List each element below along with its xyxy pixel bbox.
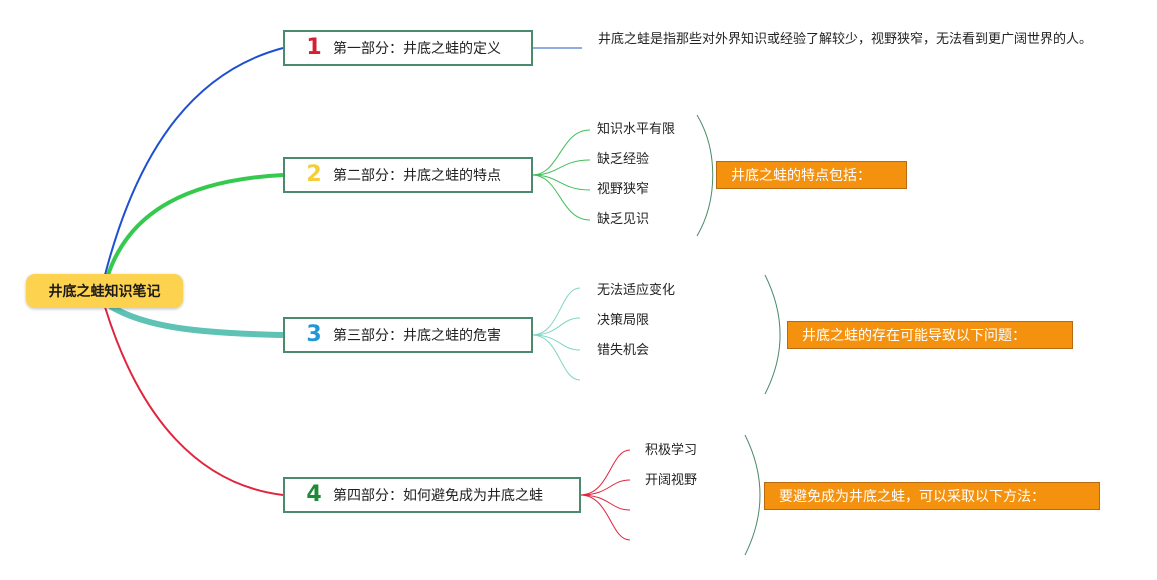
- method-item[interactable]: 积极学习: [645, 443, 698, 458]
- harm-item[interactable]: 无法适应变化: [597, 283, 676, 298]
- harms-brace: [764, 274, 781, 395]
- harm-item[interactable]: 决策局限: [597, 313, 650, 328]
- section-4-label: 第四部分：如何避免成为井底之蛙: [333, 488, 543, 504]
- method-item[interactable]: 开阔视野: [645, 473, 698, 488]
- trait-item[interactable]: 知识水平有限: [597, 122, 676, 137]
- traits-connectors: [531, 129, 591, 221]
- methods-summary-text: 要避免成为井底之蛙，可以采取以下方法：: [779, 489, 1045, 505]
- section-2-label: 第二部分：井底之蛙的特点: [333, 168, 501, 184]
- definition-text: 井底之蛙是指那些对外界知识或经验了解较少，视野狭窄，无法看到更广阔世界的人。: [598, 32, 1093, 47]
- branch-4: [104, 306, 284, 496]
- section-3-node[interactable]: 3 第三部分：井底之蛙的危害: [283, 317, 533, 353]
- section-2-node[interactable]: 2 第二部分：井底之蛙的特点: [283, 157, 533, 193]
- root-title: 井底之蛙知识笔记: [48, 284, 161, 300]
- traits-summary-note[interactable]: 井底之蛙的特点包括：: [716, 161, 907, 189]
- branch-1: [104, 47, 284, 276]
- branch-2: [106, 173, 284, 276]
- harms-summary-text: 井底之蛙的存在可能导致以下问题：: [802, 328, 1026, 344]
- trait-item[interactable]: 缺乏经验: [597, 152, 650, 167]
- section-4-node[interactable]: 4 第四部分：如何避免成为井底之蛙: [283, 477, 581, 513]
- methods-summary-note[interactable]: 要避免成为井底之蛙，可以采取以下方法：: [764, 482, 1100, 510]
- methods-connectors: [579, 449, 631, 541]
- section-2-number: 2: [306, 162, 322, 187]
- methods-brace: [744, 434, 761, 556]
- section-1-node[interactable]: 1 第一部分：井底之蛙的定义: [283, 30, 533, 66]
- section-1-label: 第一部分：井底之蛙的定义: [333, 41, 501, 57]
- harms-connectors: [531, 287, 581, 381]
- harms-summary-note[interactable]: 井底之蛙的存在可能导致以下问题：: [787, 321, 1073, 349]
- section-4-number: 4: [306, 482, 322, 507]
- traits-brace: [696, 114, 714, 237]
- trait-item[interactable]: 缺乏见识: [597, 212, 650, 227]
- trait-item[interactable]: 视野狭窄: [597, 182, 650, 197]
- harm-item[interactable]: 错失机会: [597, 343, 650, 358]
- root-node[interactable]: 井底之蛙知识笔记: [26, 274, 183, 308]
- traits-summary-text: 井底之蛙的特点包括：: [731, 168, 871, 184]
- branch-3: [108, 303, 284, 338]
- section-1-number: 1: [306, 35, 322, 60]
- section-3-number: 3: [306, 322, 322, 347]
- section-3-label: 第三部分：井底之蛙的危害: [333, 328, 501, 344]
